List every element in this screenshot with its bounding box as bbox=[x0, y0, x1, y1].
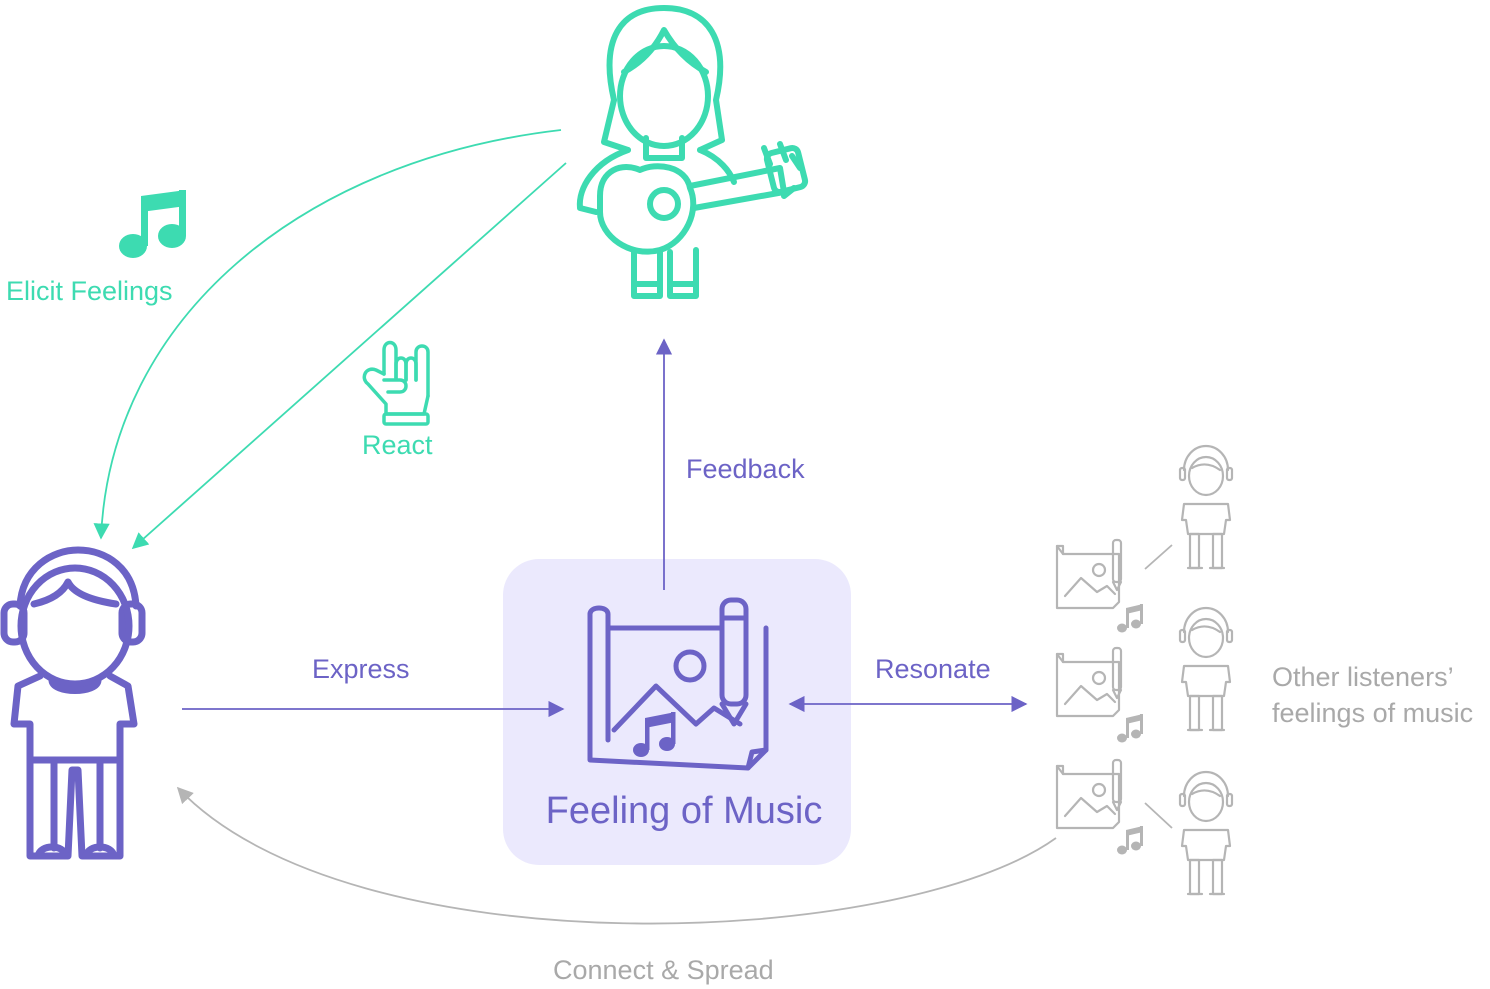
connector-line-bottom bbox=[1144, 802, 1173, 829]
other-listeners-label-line1: Other listeners’ bbox=[1272, 662, 1454, 692]
feeling-of-music-title: Feeling of Music bbox=[545, 790, 823, 832]
mini-note-icon bbox=[1117, 604, 1143, 633]
mini-artwork-icon bbox=[1055, 646, 1123, 718]
mini-artwork-icon bbox=[1055, 758, 1123, 830]
music-artwork-icon bbox=[587, 597, 769, 771]
music-artwork-note bbox=[633, 712, 676, 757]
musician-icon bbox=[576, 5, 809, 299]
connector-line-top bbox=[1144, 544, 1173, 570]
other-listener-icon bbox=[1178, 606, 1234, 732]
react-arrow bbox=[131, 162, 567, 550]
other-listener-icon bbox=[1178, 444, 1234, 570]
express-label: Express bbox=[312, 654, 410, 684]
feedback-label: Feedback bbox=[686, 454, 805, 484]
other-listeners-group bbox=[1055, 444, 1234, 896]
listener-icon bbox=[0, 546, 146, 860]
resonate-label: Resonate bbox=[875, 654, 991, 684]
music-note-icon bbox=[119, 190, 186, 258]
connect-spread-label: Connect & Spread bbox=[553, 955, 774, 985]
rock-hand-icon bbox=[362, 340, 430, 426]
mini-note-icon bbox=[1117, 826, 1143, 855]
react-label: React bbox=[362, 430, 433, 460]
mini-note-icon bbox=[1117, 714, 1143, 743]
connect-arrow bbox=[176, 786, 1057, 925]
other-listeners-label-line2: feelings of music bbox=[1272, 698, 1474, 728]
other-listener-icon bbox=[1178, 770, 1234, 896]
elicit-arrow bbox=[93, 129, 562, 540]
mini-artwork-icon bbox=[1055, 538, 1123, 610]
elicit-feelings-label: Elicit Feelings bbox=[6, 276, 173, 306]
